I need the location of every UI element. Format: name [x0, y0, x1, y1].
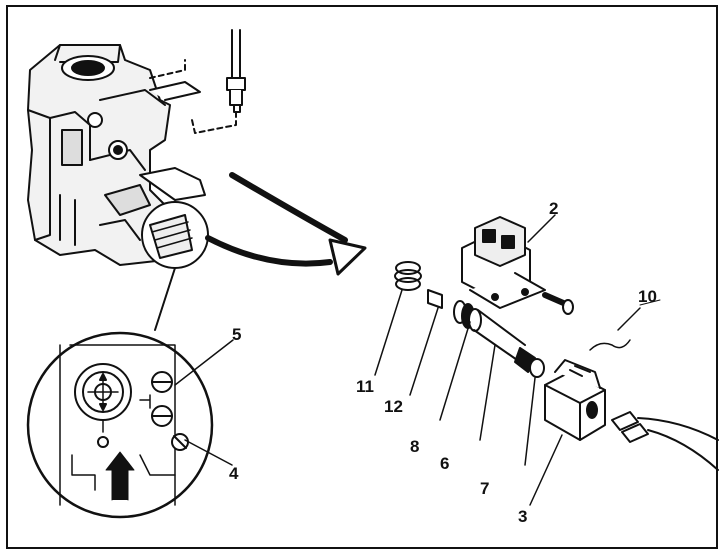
part-12-plunger: [409, 289, 443, 396]
part-2-housing: [461, 214, 574, 315]
callout-12: 12: [384, 397, 403, 416]
magnified-view: [26, 331, 214, 519]
part-10-wire: [589, 307, 719, 471]
callout-2: 2: [549, 199, 559, 218]
callout-4: 4: [229, 464, 239, 483]
callout-11: 11: [356, 377, 374, 396]
callout-6: 6: [440, 454, 450, 473]
leader-5: [174, 339, 234, 386]
pilot-tube: [149, 29, 246, 134]
leader-4: [184, 439, 233, 466]
curved-arrows: [205, 172, 367, 276]
part-8-6-tube: [439, 300, 536, 441]
part-7-armature: [524, 358, 545, 466]
callout-7: 7: [480, 479, 490, 498]
callout-8: 8: [410, 437, 420, 456]
detail-marker-circle: [141, 201, 209, 269]
callout-3: 3: [518, 507, 528, 526]
part-11-spring: [374, 261, 422, 376]
leader-line: [154, 267, 176, 331]
figure-frame: [6, 5, 718, 549]
gas-valve-body: [27, 44, 206, 266]
leader-10: [639, 299, 661, 306]
callout-10: 10: [638, 287, 657, 306]
part-3-coil: [529, 359, 606, 506]
callout-5: 5: [232, 325, 242, 344]
